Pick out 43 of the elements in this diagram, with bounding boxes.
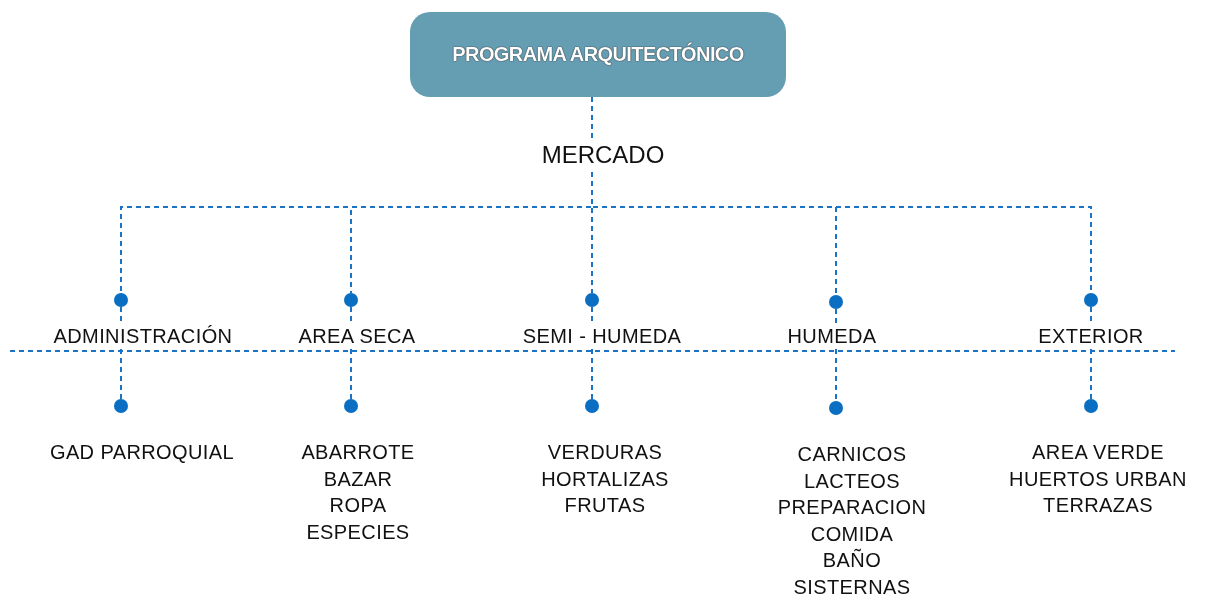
connector-line (350, 348, 352, 400)
connector-line (835, 308, 837, 324)
bullet-dot (344, 399, 358, 413)
connector-line (120, 348, 122, 400)
list-item: AREA VERDE (1032, 440, 1164, 465)
list-item: COMIDA (810, 521, 894, 547)
category-label: SEMI - HUMEDA (492, 323, 712, 349)
list-item: GAD PARROQUIAL (49, 440, 235, 465)
bullet-dot (585, 399, 599, 413)
category-label: EXTERIOR (981, 323, 1201, 349)
category-label: HUMEDA (722, 323, 942, 349)
connector-line (835, 348, 837, 402)
bullet-dot (829, 401, 843, 415)
bullet-dot (114, 399, 128, 413)
bullet-dot (585, 293, 599, 307)
list-item: ESPECIES (306, 519, 410, 545)
list-item: TERRAZAS (1043, 493, 1153, 518)
list-item: HUERTOS URBAN (1009, 466, 1187, 492)
connector-line (591, 306, 593, 324)
connector-line (591, 96, 593, 139)
bullet-dot (344, 293, 358, 307)
connector-line (591, 348, 593, 400)
connector-line (1090, 306, 1092, 324)
list-item: LACTEOS (803, 468, 901, 494)
list-item: VERDURAS (547, 440, 663, 465)
list-item: PREPARACION (777, 495, 927, 520)
list-item: HORTALIZAS (541, 466, 669, 492)
list-item: ROPA (329, 493, 387, 518)
list-item: SISTERNAS (793, 574, 911, 597)
list-item: BAÑO (822, 547, 882, 573)
bullet-dot (114, 293, 128, 307)
list-item: BAZAR (323, 466, 393, 492)
bullet-dot (829, 295, 843, 309)
bullet-dot (1084, 399, 1098, 413)
heading-text: MERCADO (523, 138, 683, 172)
connector-line (1090, 348, 1092, 400)
connector-line (120, 306, 122, 324)
title-box: PROGRAMA ARQUITECTÓNICO (410, 12, 786, 97)
connector-line (350, 306, 352, 324)
list-item: CARNICOS (797, 442, 907, 467)
bullet-dot (1084, 293, 1098, 307)
list-item: FRUTAS (564, 493, 646, 518)
list-item: ABARROTE (301, 440, 415, 465)
